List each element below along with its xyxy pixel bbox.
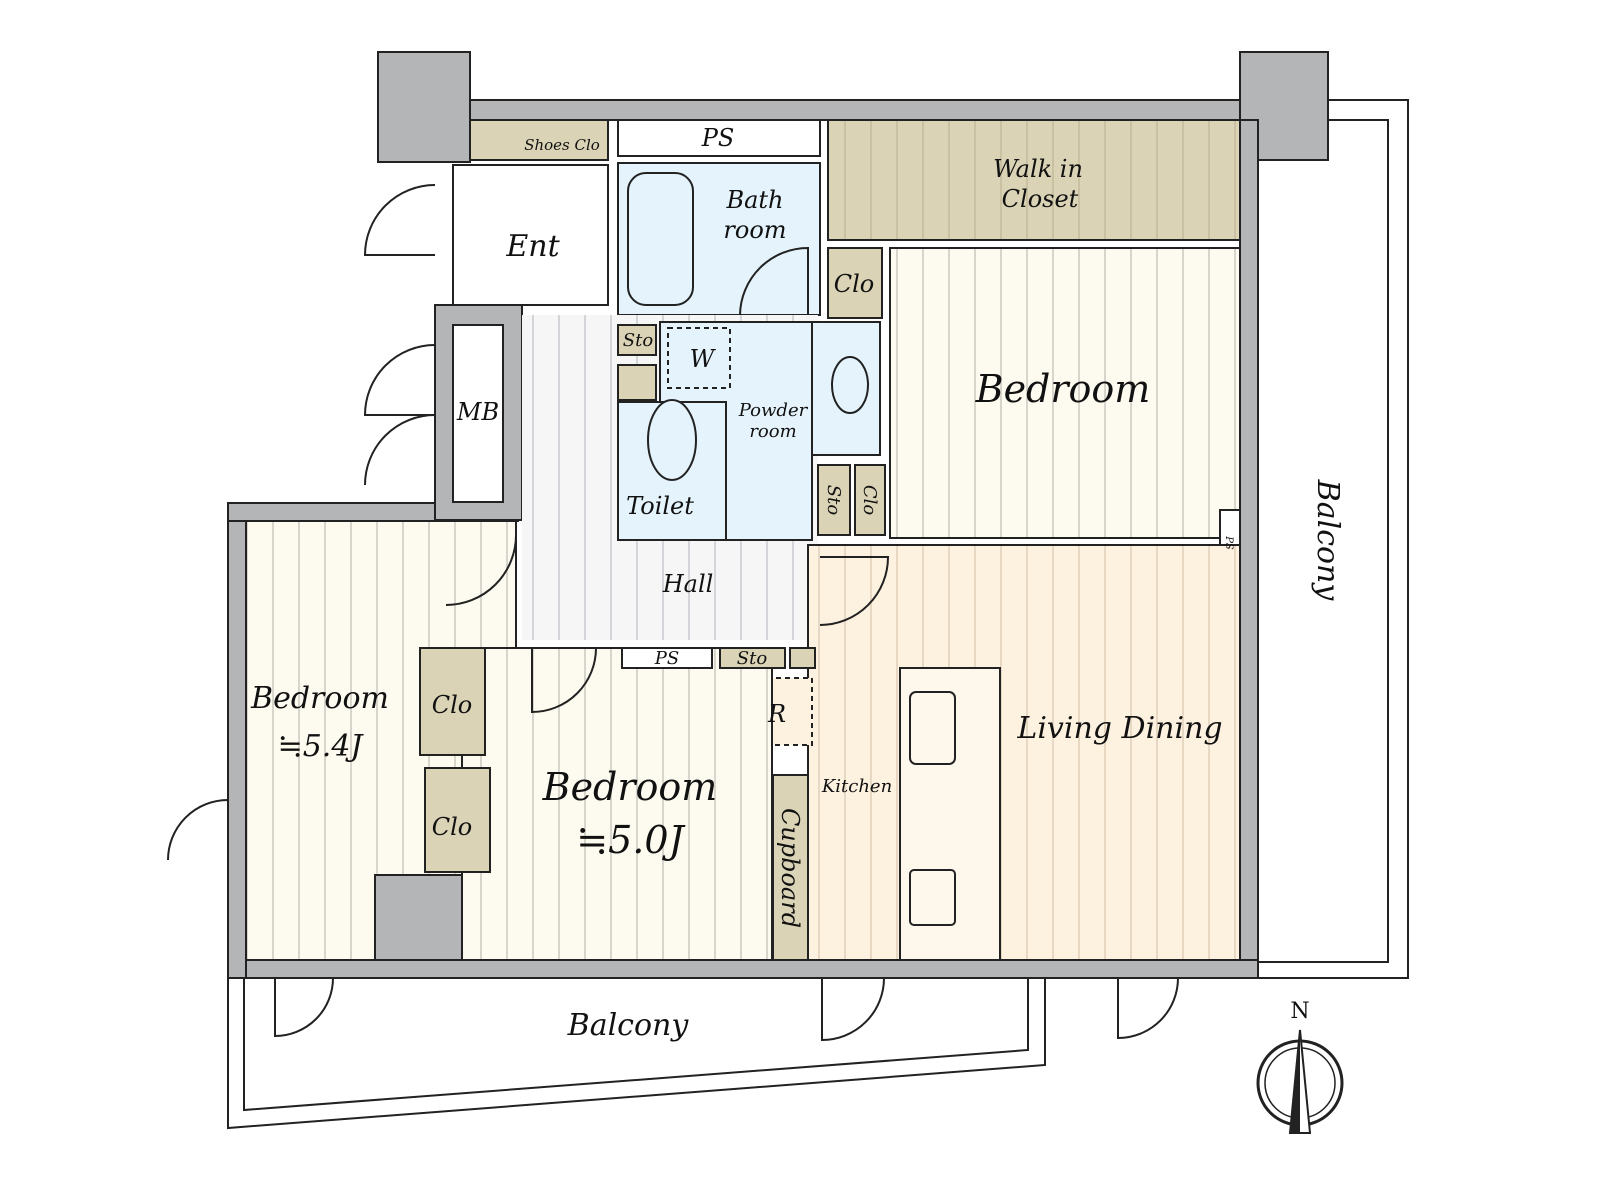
door-swings	[167, 184, 1179, 1042]
shoes-closet	[469, 119, 609, 161]
compass-north-label: N	[1290, 999, 1309, 1024]
ps-top	[617, 119, 821, 157]
ps-hall	[621, 647, 713, 669]
clo-vertical	[854, 464, 886, 536]
label-powder-1: Powder	[738, 400, 809, 421]
label-toilet: Toilet	[626, 492, 694, 520]
label-washer: W	[690, 345, 717, 373]
sto-hall	[719, 647, 786, 669]
washer-space	[667, 327, 731, 389]
label-ent: Ent	[505, 229, 560, 264]
label-ps-hall: PS	[654, 648, 679, 669]
label-hall: Hall	[662, 570, 714, 598]
label-walk-in-1: Walk in	[993, 155, 1083, 183]
label-kitchen: Kitchen	[821, 776, 892, 797]
label-bedroom-ne: Bedroom	[975, 367, 1151, 411]
bedroom-s	[461, 647, 773, 961]
label-powder-2: room	[749, 421, 796, 442]
bedroom-ne	[889, 247, 1241, 539]
label-shoes-clo: Shoes Clo	[524, 136, 600, 154]
living-dining	[807, 544, 1241, 961]
label-clo-top: Clo	[834, 270, 875, 298]
cupboard	[772, 774, 809, 961]
sto-hall-small	[789, 647, 816, 669]
closet-top	[827, 247, 883, 319]
label-bedroom-s-size: ≒5.0J	[576, 818, 685, 862]
toilet-icon	[647, 399, 697, 481]
label-living-dining: Living Dining	[1016, 711, 1222, 746]
north-compass-icon: N	[1256, 999, 1344, 1134]
entrance	[452, 164, 609, 306]
label-bath-1: Bath	[725, 186, 783, 214]
label-bedroom-w: Bedroom	[250, 681, 389, 716]
gray-column	[374, 874, 463, 961]
label-walk-in-2: Closet	[1002, 185, 1079, 213]
kitchen-sink-icon	[909, 691, 956, 765]
label-ps-top: PS	[701, 124, 735, 152]
label-balcony-east: Balcony	[1310, 479, 1345, 602]
label-mb: MB	[456, 398, 499, 426]
label-ps-small: PS	[1223, 535, 1234, 550]
closet-w1	[419, 647, 486, 756]
label-cupboard: Cupboard	[776, 808, 804, 928]
sto-vertical	[817, 464, 851, 536]
label-sto-hall: Sto	[737, 648, 768, 669]
label-clo-vertical: Clo	[859, 485, 880, 516]
label-bedroom-w-size: ≒5.4J	[278, 729, 365, 764]
label-sto-upper: Sto	[623, 330, 654, 351]
label-bath-2: room	[723, 216, 786, 244]
label-refrigerator: R	[767, 700, 786, 728]
sto-upper	[617, 324, 657, 356]
label-clo-w1: Clo	[432, 691, 473, 719]
stove-icon	[909, 869, 956, 926]
shelf	[617, 364, 657, 401]
walk-in-closet	[827, 119, 1241, 241]
mb-closet	[452, 324, 504, 503]
label-balcony-south: Balcony	[567, 1008, 690, 1043]
sink-icon	[831, 356, 869, 414]
label-bedroom-s: Bedroom	[542, 765, 718, 809]
closet-w2	[424, 767, 491, 873]
label-sto-vertical: Sto	[823, 485, 844, 516]
bathtub	[627, 172, 694, 306]
label-clo-w2: Clo	[432, 813, 473, 841]
balcony-east	[1257, 99, 1409, 979]
balcony-south	[227, 977, 1046, 1130]
